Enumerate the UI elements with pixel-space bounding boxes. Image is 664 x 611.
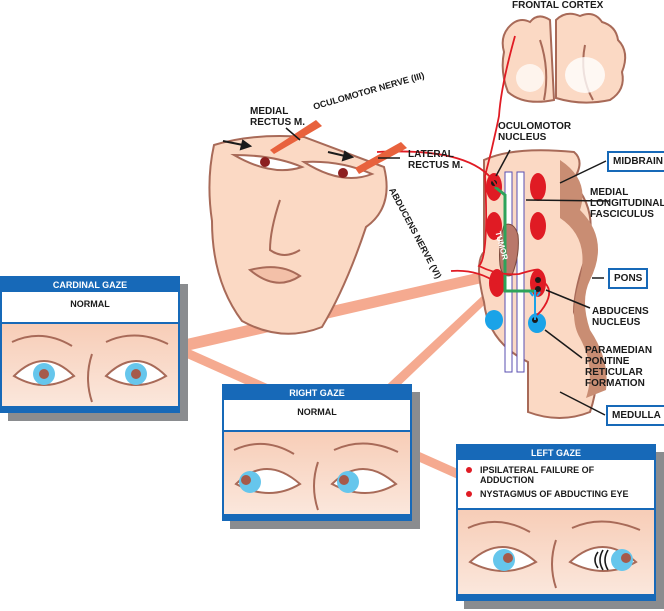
pprf-dot xyxy=(528,313,546,333)
mlf-label: MEDIAL LONGITUDINAL FASCICULUS xyxy=(590,187,664,220)
pprf-label: PARAMEDIAN PONTINE RETICULAR FORMATION xyxy=(585,345,653,389)
face xyxy=(208,135,388,335)
panel-findings: IPSILATERAL FAILURE OF ADDUCTION NYSTAGM… xyxy=(458,460,654,508)
cardinal-gaze-panel: CARDINAL GAZE NORMAL xyxy=(0,276,180,413)
right-gaze-panel: RIGHT GAZE NORMAL xyxy=(222,384,412,521)
finding-item: NYSTAGMUS OF ABDUCTING EYE xyxy=(466,489,648,499)
oculomotor-nucleus-label: OCULOMOTOR NUCLEUS xyxy=(498,121,572,143)
medulla-label: MEDULLA xyxy=(606,405,664,426)
panel-title: CARDINAL GAZE xyxy=(52,280,128,290)
finding-item: IPSILATERAL FAILURE OF ADDUCTION xyxy=(466,465,648,485)
brainstem xyxy=(478,149,607,419)
panel-title: LEFT GAZE xyxy=(531,448,581,458)
midbrain-label: MIDBRAIN xyxy=(607,151,664,172)
left-gaze-panel: LEFT GAZE IPSILATERAL FAILURE OF ADDUCTI… xyxy=(456,444,656,601)
frontal-cortex xyxy=(501,12,627,104)
pons-label: PONS xyxy=(608,268,649,289)
gaze-arrows xyxy=(222,139,355,162)
panel-finding: NORMAL xyxy=(224,400,410,430)
frontal-cortex-label: FRONTAL CORTEX xyxy=(512,0,604,11)
panel-finding: NORMAL xyxy=(2,292,178,322)
leader-lines xyxy=(285,127,611,416)
abducens-nucleus-label: ABDUCENS NUCLEUS xyxy=(592,306,649,328)
panel-title: RIGHT GAZE xyxy=(289,388,345,398)
nystagmus-marks xyxy=(594,549,609,571)
eyes-illustration xyxy=(2,324,178,406)
medial-rectus-label: MEDIAL RECTUS M. xyxy=(250,106,305,128)
lateral-rectus-label: LATERAL RECTUS M. xyxy=(408,149,463,171)
eyes-illustration xyxy=(224,432,410,514)
eyes-illustration xyxy=(458,510,654,594)
